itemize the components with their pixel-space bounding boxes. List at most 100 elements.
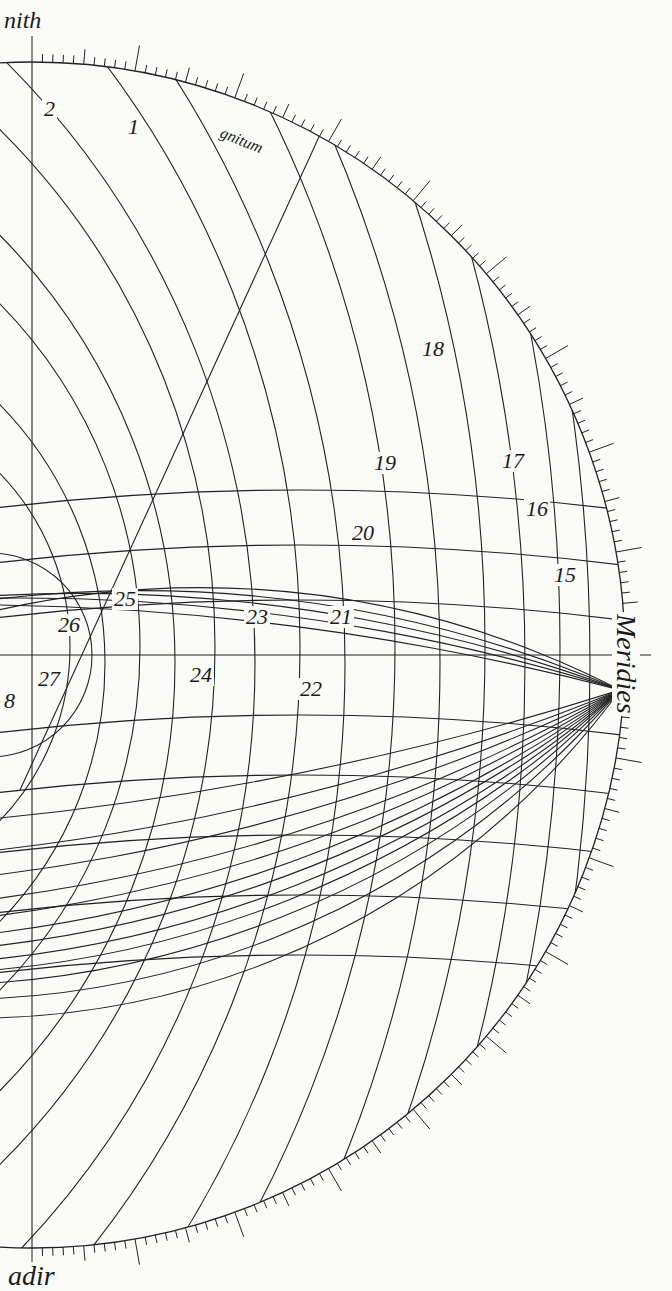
scale-tick (397, 1122, 402, 1128)
scale-tick (397, 181, 402, 187)
scale-tick (578, 887, 585, 890)
scale-tick (551, 364, 558, 368)
scale-tick (622, 592, 630, 594)
scale-tick (346, 145, 350, 152)
scale-tick (63, 1247, 64, 1255)
scale-tick (205, 80, 207, 88)
scale-tick (578, 420, 585, 423)
lower-arc (0, 598, 672, 1291)
scale-tick (610, 520, 618, 522)
scale-tick (215, 1219, 217, 1227)
scale-tick (602, 818, 610, 820)
hour-arc (0, 0, 560, 1291)
almucantar-arc (0, 895, 672, 1291)
scale-tick (612, 778, 620, 780)
scale-tick (292, 115, 296, 122)
scale-tick (473, 1052, 479, 1057)
scale-tick (73, 55, 75, 63)
scale-tick (84, 49, 85, 64)
hour-arc (0, 157, 140, 1137)
scale-tick (389, 175, 394, 181)
scale-tick (589, 858, 613, 867)
scale-tick (405, 1116, 410, 1122)
scale-tick (337, 140, 341, 147)
scale-tick (273, 106, 276, 113)
scale-tick (459, 238, 465, 244)
scale-tick (52, 54, 53, 62)
scale-tick (582, 877, 589, 880)
parallel-arc (0, 0, 672, 833)
scale-tick (405, 188, 410, 194)
scale-tick (421, 1103, 426, 1109)
parallel-arc (0, 0, 672, 985)
parallel-arc (0, 0, 672, 1018)
scale-tick (621, 581, 629, 583)
hour-arc (0, 0, 345, 1291)
scale-tick (535, 337, 542, 341)
scale-word: gnitum (216, 124, 267, 157)
scale-tick (42, 54, 43, 62)
parallel-arc (0, 0, 672, 866)
scale-tick (235, 1212, 244, 1236)
scale-tick (466, 245, 472, 250)
scale-tick (301, 120, 305, 127)
scale-tick (421, 201, 426, 207)
scale-tick (593, 848, 601, 851)
scale-tick (436, 215, 441, 221)
scale-tick (546, 346, 569, 359)
callout-number: 22 (298, 678, 324, 700)
scale-tick (175, 1230, 177, 1238)
callout-number: 2 (42, 98, 57, 120)
scale-tick (473, 253, 479, 258)
scale-tick (381, 169, 386, 175)
scale-tick (273, 1197, 276, 1204)
hour-arc (0, 397, 70, 897)
scale-tick (355, 1152, 359, 1159)
scale-tick (254, 1205, 257, 1212)
scale-tick (135, 1239, 140, 1265)
scale-tick (195, 77, 197, 85)
scale-tick (155, 67, 157, 75)
scale-tick (607, 798, 615, 800)
scale-tick (115, 1242, 116, 1250)
scale-tick (499, 285, 505, 290)
hour-arc (0, 0, 255, 1291)
callout-number: 26 (56, 614, 82, 636)
parallel-arc (0, 0, 672, 943)
scale-tick (546, 952, 569, 965)
scale-tick (451, 1074, 462, 1085)
vertical-axis (31, 0, 32, 1291)
scale-tick (165, 69, 167, 77)
lower-arc (0, 591, 672, 1291)
scale-tick (599, 479, 607, 481)
callout-number: 23 (244, 606, 270, 628)
hour-arc (0, 0, 485, 1291)
almucantar-arc (0, 835, 672, 1291)
scale-tick (283, 104, 289, 118)
scale-tick (610, 788, 618, 790)
scale-tick (429, 1096, 434, 1102)
scale-tick (493, 1028, 499, 1033)
scale-tick (346, 1158, 350, 1165)
scale-tick (254, 98, 257, 105)
scale-tick (245, 1209, 248, 1216)
scale-tick (518, 995, 530, 1004)
scale-tick (622, 716, 630, 718)
scale-tick (301, 1183, 305, 1190)
callout-number: 17 (500, 450, 526, 472)
scale-tick (529, 978, 536, 982)
scale-tick (480, 261, 486, 266)
scale-tick (292, 1188, 296, 1195)
scale-tick (429, 208, 434, 214)
hour-arc (0, 293, 105, 1033)
scale-tick (589, 443, 613, 452)
scale-tick (540, 960, 547, 964)
scale-tick (355, 151, 359, 158)
scale-tick (480, 1044, 486, 1049)
scale-word: nith (2, 8, 43, 32)
scale-tick (125, 61, 126, 69)
callout-number: 25 (112, 588, 138, 610)
scale-tick (93, 1245, 95, 1253)
scale-tick (319, 129, 323, 136)
